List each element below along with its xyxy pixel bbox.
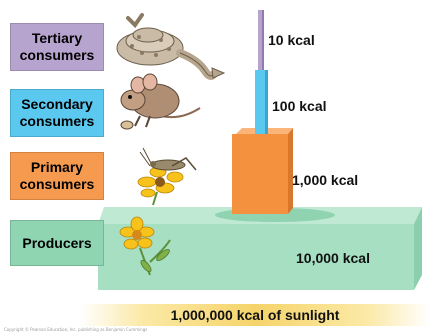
rattlesnake-icon (117, 15, 224, 78)
mouse-icon (121, 74, 200, 129)
tertiary-consumers-text: Tertiary consumers (11, 30, 103, 64)
secondary-consumers-bar (255, 70, 268, 134)
tertiary-consumers-label: Tertiary consumers (10, 23, 104, 71)
grasshopper-icon (138, 148, 196, 205)
copyright-notice: Copyright © Pearson Education, Inc. publ… (4, 327, 147, 332)
tertiary-energy-value: 10 kcal (268, 32, 315, 48)
producers-label: Producers (10, 220, 104, 266)
sunlight-energy-text: 1,000,000 kcal of sunlight (171, 307, 340, 323)
producers-slab (98, 207, 422, 290)
producers-energy-value: 10,000 kcal (296, 250, 370, 266)
primary-consumers-block (232, 128, 293, 214)
primary-consumers-label: Primary consumers (10, 152, 104, 200)
primary-consumers-text: Primary consumers (11, 159, 103, 193)
primary-energy-value: 1,000 kcal (292, 172, 358, 188)
sunlight-energy-banner: 1,000,000 kcal of sunlight (80, 304, 430, 326)
tertiary-consumers-bar (258, 10, 264, 70)
secondary-energy-value: 100 kcal (272, 98, 327, 114)
secondary-consumers-text: Secondary consumers (11, 96, 103, 130)
producers-text: Producers (22, 235, 91, 252)
secondary-consumers-label: Secondary consumers (10, 89, 104, 137)
